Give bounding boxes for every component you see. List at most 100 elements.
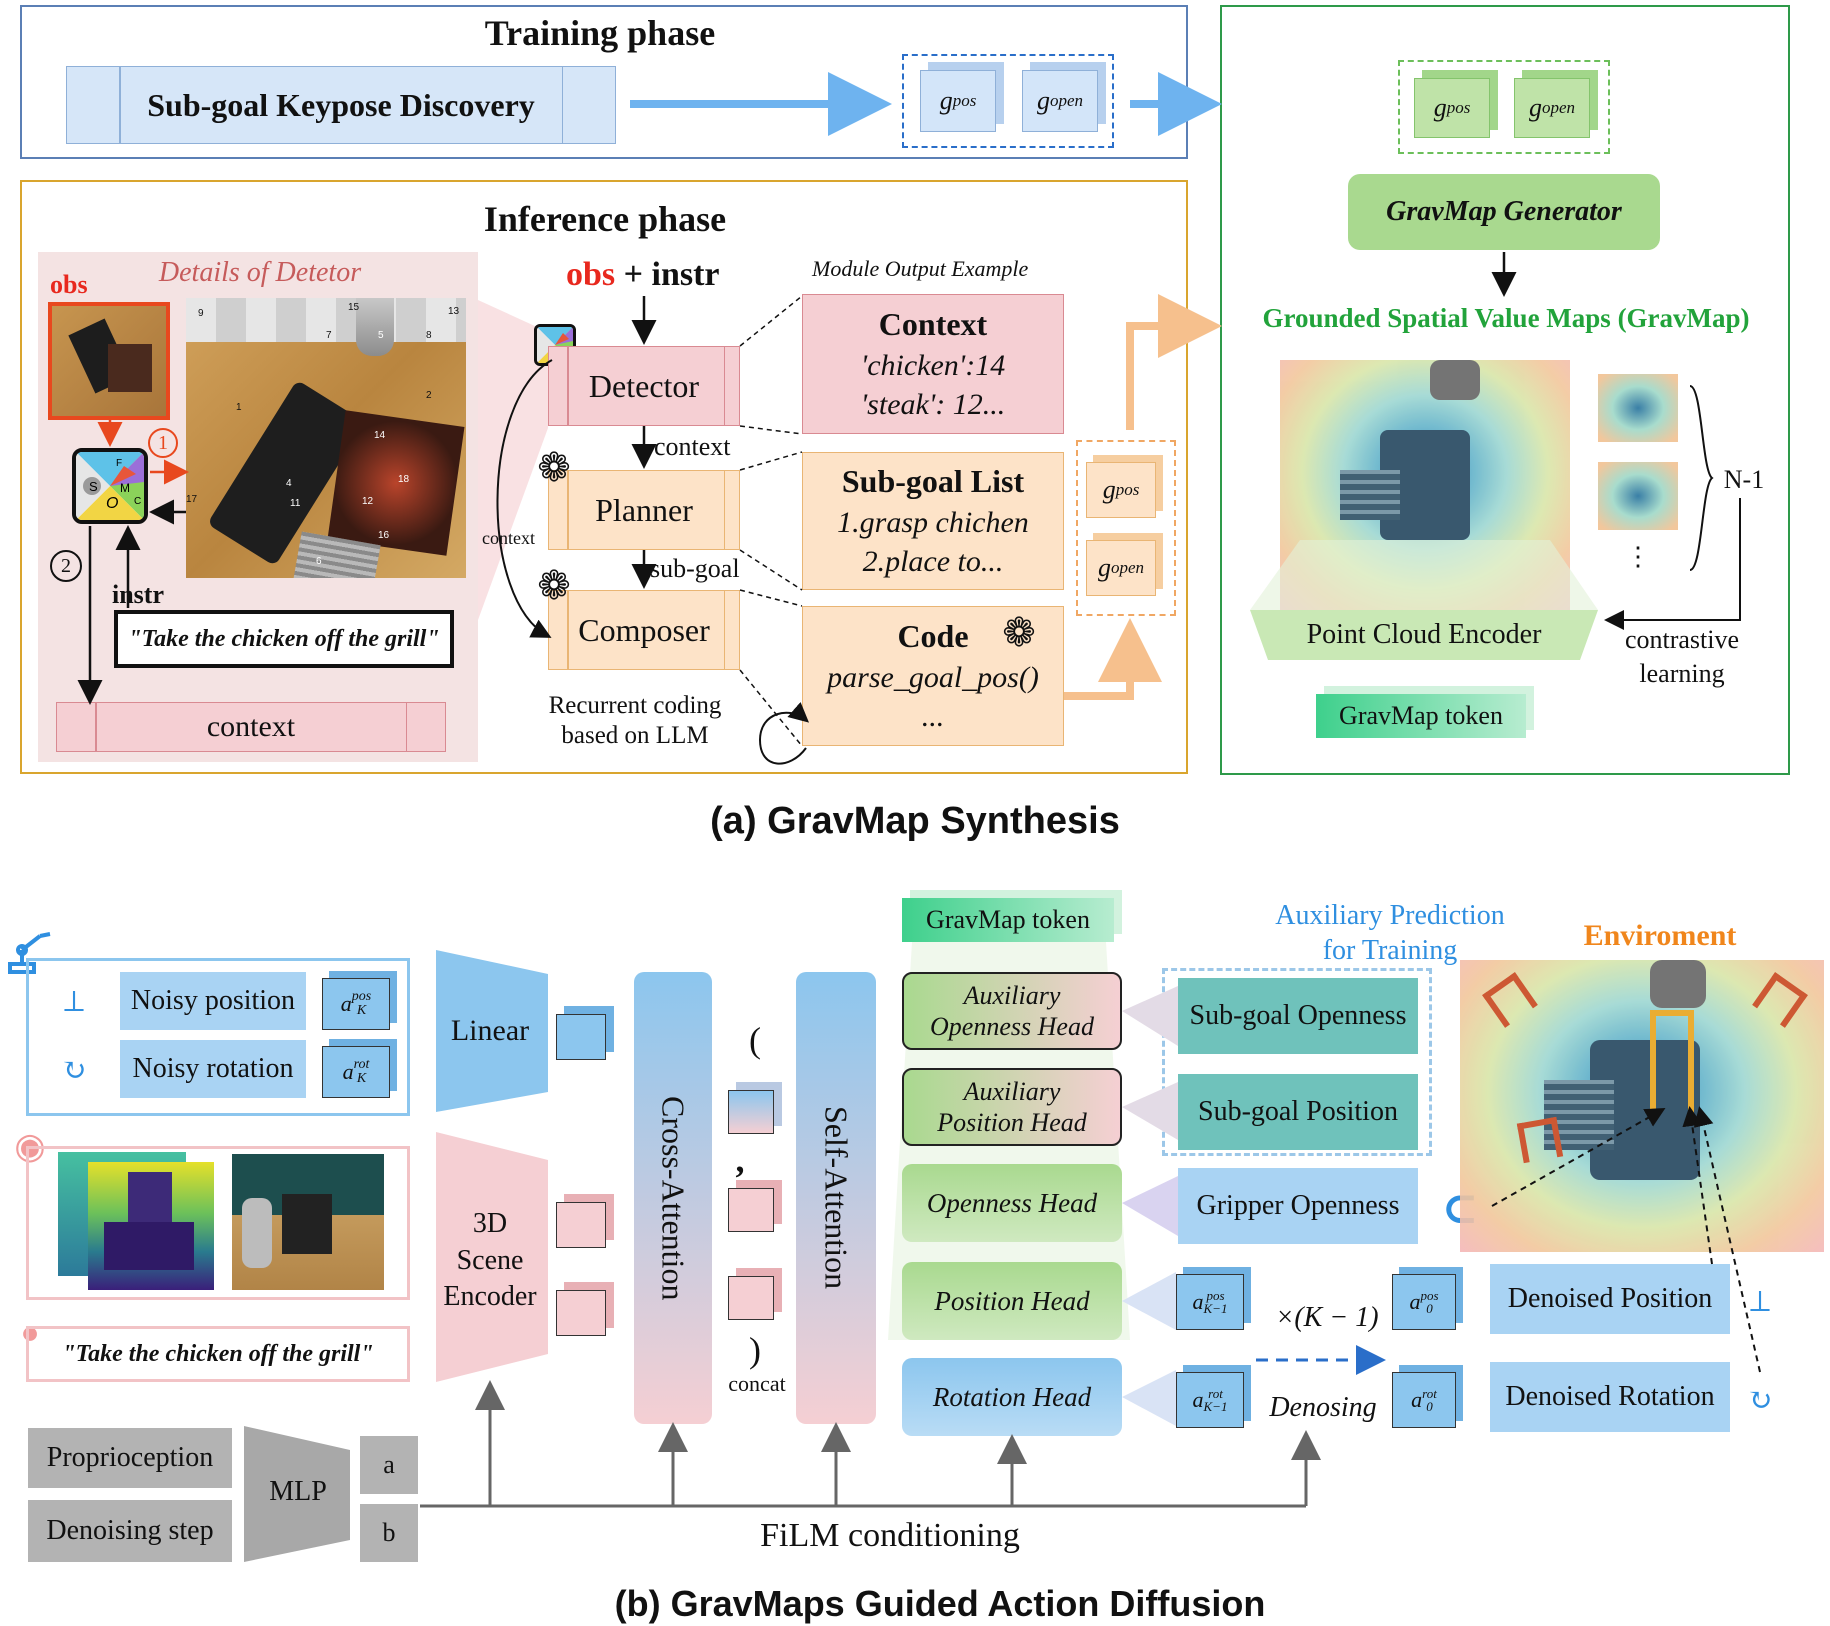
depth-image — [88, 1162, 214, 1290]
linear-output-cube — [556, 1014, 606, 1060]
detector-module-label: Detector — [588, 367, 700, 404]
gravmap-token-b: GravMap token — [902, 898, 1114, 942]
environment-label: Enviroment — [1583, 919, 1737, 952]
svg-text:C: C — [134, 496, 141, 507]
subgoal-position-box: Sub-goal Position — [1178, 1074, 1418, 1150]
self-attention-block — [796, 972, 876, 1424]
step-1-marker: 1 — [148, 428, 178, 458]
robot-arm-icon — [4, 924, 56, 976]
gravmap-visualization — [1280, 360, 1570, 610]
aux-position-head: Auxiliary Position Head — [902, 1068, 1122, 1146]
detector-instr-label: instr — [112, 580, 164, 609]
composer-module: Composer — [548, 590, 740, 670]
svg-text:F: F — [116, 458, 122, 469]
detector-context-label: context — [206, 710, 296, 743]
gravmap-thumb-ellipsis: ⋮ — [1625, 542, 1651, 571]
gripper-openness-box: Gripper Openness — [1178, 1168, 1418, 1244]
keypose-discovery-box: Sub-goal Keypose Discovery — [66, 66, 616, 144]
diffusion-instr-box: "Take the chicken off the grill" — [26, 1326, 410, 1382]
svg-text:O: O — [106, 495, 118, 512]
noisy-action-panel — [26, 958, 410, 1116]
gravmap-goal-cubes — [1398, 60, 1610, 154]
inference-phase-title: Inference phase — [483, 199, 727, 239]
gravmap-generator: GravMap Generator — [1348, 174, 1660, 250]
mlp-label: MLP — [269, 1476, 327, 1507]
concat-comma: , — [735, 1140, 745, 1180]
obs-thumbnail — [48, 302, 170, 420]
gravmap-thumb-2 — [1598, 462, 1678, 530]
self-attention-label: Self-Attention — [818, 1106, 855, 1290]
gravmap-token-a: GravMap token — [1316, 694, 1526, 738]
concat-cube-3 — [728, 1276, 774, 1320]
caption-b: (b) GravMaps Guided Action Diffusion — [614, 1583, 1266, 1624]
openness-head: Openness Head — [902, 1164, 1122, 1242]
training-phase-title: Training phase — [484, 13, 716, 53]
rgb-image — [232, 1154, 384, 1290]
point-cloud-encoder: Point Cloud Encoder — [1306, 619, 1542, 650]
caption-a: (a) GravMap Synthesis — [710, 799, 1120, 842]
arrow-subgoal-label: sub-goal — [650, 554, 740, 583]
output-subgoal-box: Sub-goal List 1.grasp chichen 2.place to… — [802, 452, 1064, 590]
detector-details-title: Details of Detetor — [158, 257, 362, 288]
gravmap-thumb-1 — [1598, 374, 1678, 442]
output-code-box: Code parse_goal_pos() ... — [802, 606, 1064, 746]
position-head: Position Head — [902, 1262, 1122, 1340]
detector-instr-box: "Take the chicken off the grill" — [114, 610, 454, 668]
linear-label: Linear — [450, 1014, 530, 1047]
rotation-icon: ↻ — [61, 1053, 87, 1087]
aux-prediction-group — [1162, 968, 1432, 1156]
times-k-minus-1: ×(K − 1) — [1275, 1302, 1379, 1333]
concat-cube-2 — [728, 1188, 774, 1232]
code-llm-icon: ❁ — [1002, 610, 1036, 655]
film-conditioning-label: FiLM conditioning — [760, 1517, 1020, 1554]
keypose-discovery-label: Sub-goal Keypose Discovery — [147, 86, 535, 123]
noisy-position-label: Noisy position — [120, 972, 306, 1030]
rotation-head: Rotation Head — [902, 1358, 1122, 1436]
aux-prediction-label: Auxiliary Prediction for Training — [1275, 900, 1505, 966]
planner-llm-icon: ❁ — [537, 445, 571, 490]
cross-attention-label: Cross-Attention — [655, 1095, 692, 1301]
module-input-header: obs + instr — [566, 256, 720, 293]
svg-text:M: M — [120, 481, 130, 495]
position-axes-icon: ⟂ — [63, 985, 84, 1018]
denoising-label: Denosing — [1269, 1392, 1377, 1423]
denoised-rotation-icon: ↻ — [1747, 1383, 1773, 1417]
planner-module: Planner — [548, 470, 740, 550]
step-2-marker: 2 — [50, 550, 82, 582]
denoised-position-box: Denoised Position — [1490, 1264, 1730, 1334]
cross-attention-block — [634, 972, 712, 1424]
concat-cube-1 — [728, 1090, 774, 1134]
obs-label: obs — [50, 270, 88, 299]
denoised-position-axes-icon: ⟂ — [1749, 1285, 1770, 1318]
concat-label: concat — [728, 1371, 786, 1396]
detector-context-box: context — [56, 702, 446, 752]
output-context-box: Context 'chicken':14 'steak': 12... — [802, 294, 1064, 434]
scene-output-cube-2 — [556, 1290, 606, 1336]
svg-text:S: S — [89, 479, 98, 494]
detector-icon: S O M F C — [72, 448, 148, 524]
contrastive-learning-label: contrastive learning — [1624, 625, 1740, 688]
arrow-context-label: context — [654, 432, 731, 461]
grill-scene-image: 9 15 5 13 7 8 2 1 14 18 4 11 12 16 6 17 — [186, 298, 466, 578]
detector-module: Detector — [548, 346, 740, 426]
concat-paren-open: ( — [749, 1020, 761, 1060]
detector-module-icon — [534, 324, 576, 366]
aux-openness-head: Auxiliary Openness Head — [902, 972, 1122, 1050]
denoised-rotation-box: Denoised Rotation — [1490, 1362, 1730, 1432]
noisy-rotation-label: Noisy rotation — [120, 1040, 306, 1098]
inference-phase-panel — [20, 180, 1188, 774]
proprioception-box: Proprioception — [28, 1428, 232, 1488]
mlp-output-b: b — [360, 1504, 418, 1562]
gravmap-panel — [1220, 5, 1790, 775]
speech-bubble-icon: ● — [20, 1313, 40, 1350]
n-minus-1-label: N-1 — [1723, 465, 1765, 494]
scene-output-cube-1 — [556, 1202, 606, 1248]
